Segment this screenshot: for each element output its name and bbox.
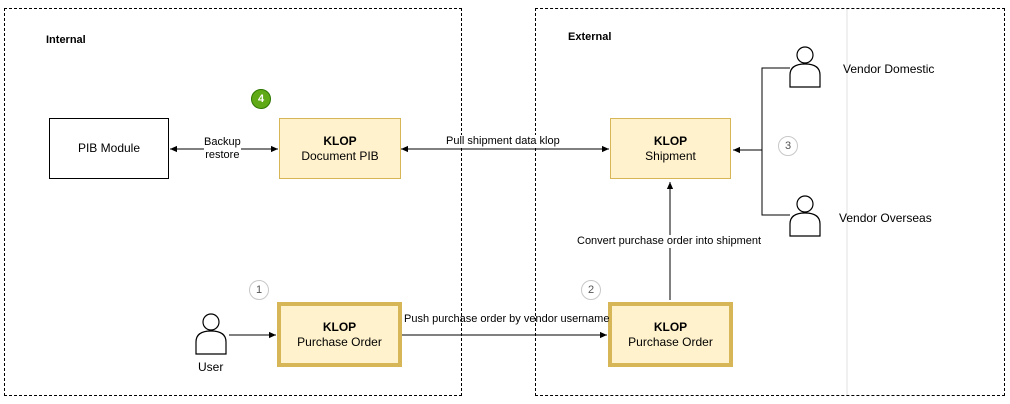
shipment-box: KLOP Shipment <box>610 118 731 179</box>
step-4-badge: 4 <box>251 89 271 109</box>
backup-label-line1: Backup <box>204 136 241 148</box>
step-1-badge: 1 <box>249 280 269 300</box>
backup-label-line2: restore <box>205 149 240 161</box>
convert-po-label: Convert purchase order into shipment <box>577 235 762 248</box>
user-actor-icon <box>195 313 227 355</box>
vendor-overseas-label: Vendor Overseas <box>839 211 932 225</box>
step-2-badge: 2 <box>581 280 601 300</box>
internal-zone-label: Internal <box>46 34 86 46</box>
pib-module-box: PIB Module <box>49 118 169 179</box>
pib-module-label: PIB Module <box>77 141 141 155</box>
po-external-title: KLOP <box>653 319 688 334</box>
purchase-order-external-box: KLOP Purchase Order <box>608 302 733 367</box>
internal-zone <box>4 8 462 396</box>
document-pib-title: KLOP <box>323 133 357 148</box>
vendor-overseas-actor-icon <box>789 195 821 237</box>
purchase-order-internal-box: KLOP Purchase Order <box>277 302 402 367</box>
po-internal-subtitle: Purchase Order <box>297 334 382 349</box>
backup-restore-label: Backup restore <box>204 136 241 162</box>
shipment-title: KLOP <box>653 133 688 148</box>
document-pib-box: KLOP Document PIB <box>279 118 401 179</box>
po-internal-title: KLOP <box>322 319 357 334</box>
vendor-domestic-label: Vendor Domestic <box>843 62 935 76</box>
vendors-bracket-edge <box>761 67 790 216</box>
document-pib-subtitle: Document PIB <box>301 148 379 163</box>
user-label: User <box>198 360 224 374</box>
po-external-subtitle: Purchase Order <box>628 334 713 349</box>
step-3-badge: 3 <box>778 136 798 156</box>
pull-shipment-label: Pull shipment data klop <box>446 135 560 148</box>
vendor-domestic-actor-icon <box>789 46 821 88</box>
external-zone <box>535 8 1005 396</box>
push-po-label: Push purchase order by vendor username <box>404 313 610 325</box>
external-zone-label: External <box>568 31 612 43</box>
shipment-subtitle: Shipment <box>645 148 696 163</box>
